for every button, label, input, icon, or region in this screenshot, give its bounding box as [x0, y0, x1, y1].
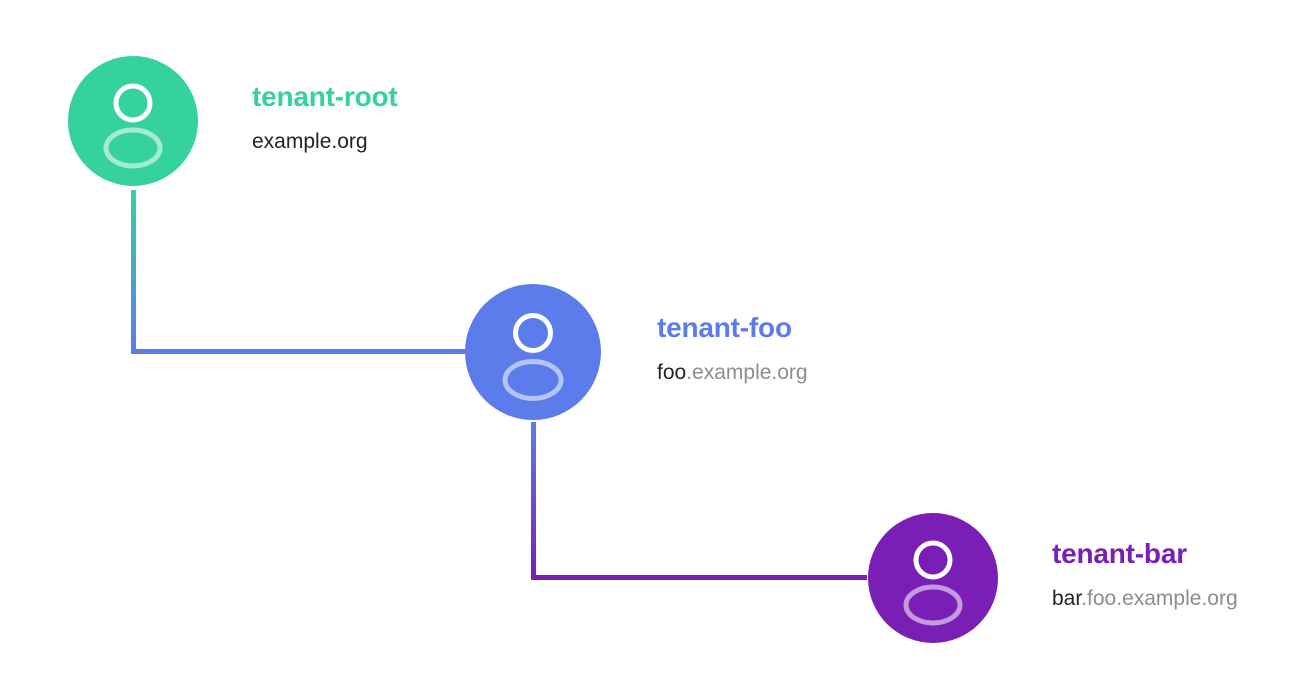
node-tenant-bar[interactable]: tenant-bar bar.foo.example.org	[868, 513, 1238, 643]
domain-label-tenant-foo: foo	[657, 361, 687, 385]
domain-label-tenant-bar: bar	[1052, 587, 1082, 611]
node-text-tenant-bar: tenant-bar bar.foo.example.org	[1052, 537, 1238, 618]
person-avatar-icon	[465, 284, 601, 420]
connector-foo-to-bar	[531, 422, 867, 580]
connector-root-to-foo	[131, 190, 467, 354]
person-avatar-icon	[68, 56, 198, 186]
avatar-tenant-root[interactable]	[68, 56, 198, 186]
node-domain-tenant-root: example.org	[252, 130, 398, 154]
domain-label-tenant-root: example.org	[252, 130, 368, 154]
node-text-tenant-foo: tenant-foo foo.example.org	[657, 311, 808, 392]
node-title-tenant-bar: tenant-bar	[1052, 537, 1187, 569]
node-title-tenant-root: tenant-root	[252, 80, 398, 112]
node-title-tenant-foo: tenant-foo	[657, 311, 792, 343]
avatar-tenant-foo[interactable]	[465, 284, 601, 420]
node-tenant-root[interactable]: tenant-root example.org	[68, 56, 398, 186]
node-domain-tenant-foo: foo.example.org	[657, 361, 808, 385]
domain-suffix-tenant-bar: .foo.example.org	[1081, 587, 1238, 611]
person-avatar-icon	[868, 513, 998, 643]
domain-suffix-tenant-foo: .example.org	[686, 361, 808, 385]
node-tenant-foo[interactable]: tenant-foo foo.example.org	[465, 284, 808, 420]
node-text-tenant-root: tenant-root example.org	[252, 80, 398, 161]
node-domain-tenant-bar: bar.foo.example.org	[1052, 587, 1238, 611]
avatar-tenant-bar[interactable]	[868, 513, 998, 643]
